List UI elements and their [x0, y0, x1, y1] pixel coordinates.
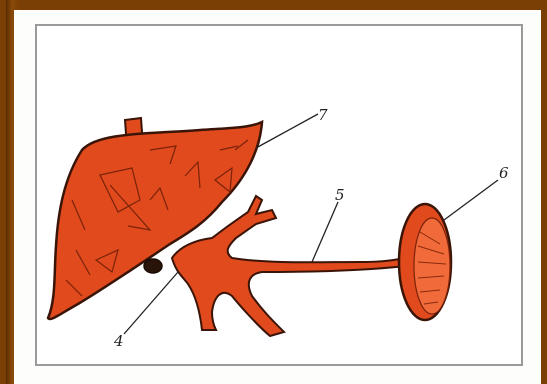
organ-6 — [399, 204, 451, 320]
leader-6 — [444, 180, 498, 220]
label-7: 7 — [318, 106, 328, 124]
leader-7 — [256, 114, 318, 148]
label-4: 4 — [113, 332, 124, 350]
gallbladder — [144, 259, 162, 273]
label-6: 6 — [499, 164, 509, 182]
leader-5 — [312, 202, 338, 262]
label-5: 5 — [335, 186, 345, 204]
leader-4 — [124, 272, 178, 334]
